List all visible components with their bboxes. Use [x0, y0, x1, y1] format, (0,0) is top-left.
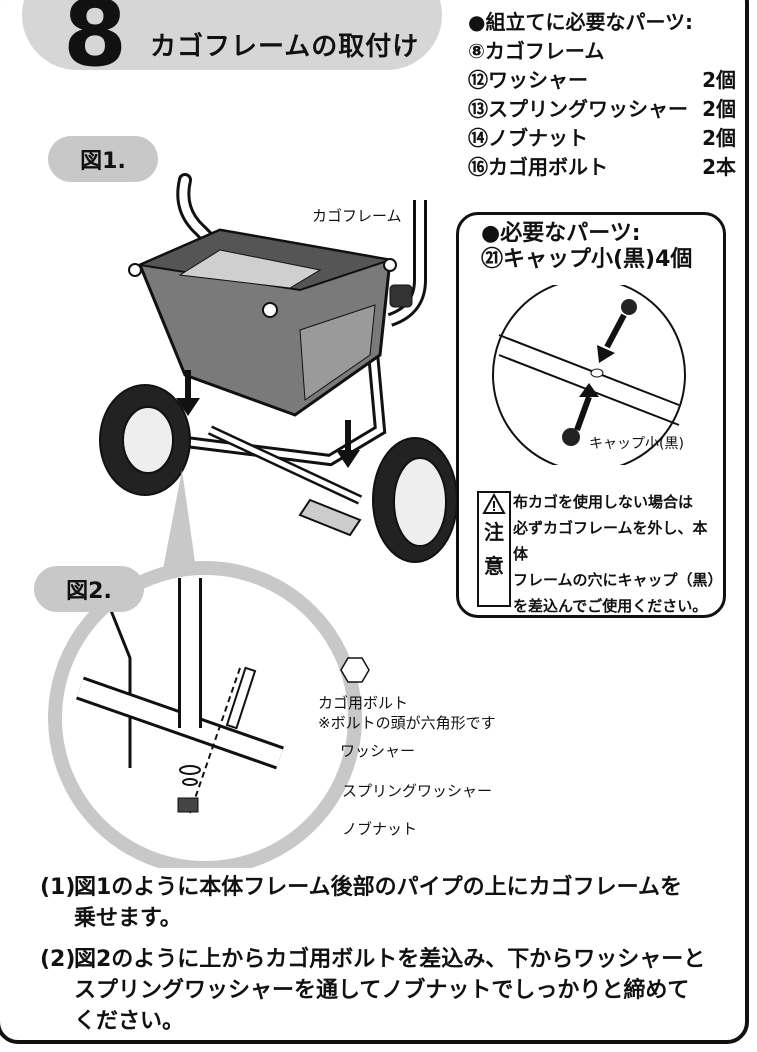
instruction-line: 乗せます。 — [74, 906, 182, 931]
part-qty: 2個 — [702, 68, 736, 92]
part-name: ⑧カゴフレーム — [468, 39, 605, 63]
parts-row: ⑬スプリングワッシャー 2個 — [468, 95, 736, 124]
parts-row: ⑭ノブナット 2個 — [468, 124, 736, 153]
spring-washer-label: スプリングワッシャー — [342, 782, 493, 800]
knob-nut-label: ノブナット — [342, 820, 418, 838]
step-number: 8 — [62, 0, 127, 87]
part-name: ⑭ノブナット — [468, 126, 588, 150]
caution-char: 注 — [484, 520, 504, 544]
caution-line: フレームの穴にキャップ（黒） — [513, 571, 723, 589]
instruction-line: ください。 — [74, 1009, 185, 1034]
parts-list-heading: ●組立てに必要なパーツ: — [468, 10, 694, 34]
warning-triangle-icon — [482, 493, 506, 514]
cap-parts-heading: ●必要なパーツ: ㉑キャップ小(黒)4個 — [481, 221, 692, 273]
step-title: カゴフレームの取付け — [150, 32, 420, 62]
figure1-tab: 図1. — [48, 136, 158, 182]
instruction-line: 図2のように上からカゴ用ボルトを差込み、下からワッシャーと — [74, 947, 706, 972]
instruction-2: (2)図2のように上からカゴ用ボルトを差込み、下からワッシャーと スプリングワッ… — [40, 944, 705, 1037]
part-name: ⑬スプリングワッシャー — [468, 97, 688, 121]
cap-parts-heading-text: ●必要なパーツ: — [481, 221, 641, 246]
part-name: ⑫ワッシャー — [468, 68, 588, 92]
caution-text: 布カゴを使用しない場合は 必ずカゴフレームを外し、本体 フレームの穴にキャップ（… — [513, 489, 723, 615]
caution-char: 意 — [484, 554, 504, 578]
parts-row: ⑧カゴフレーム — [468, 37, 736, 66]
instruction-1: (1)図1のように本体フレーム後部のパイプの上にカゴフレームを 乗せます。 — [40, 872, 682, 934]
bolt-label: カゴ用ボルト — [318, 694, 409, 712]
caution-side: 注 意 — [477, 491, 511, 607]
cap-parts-item: ㉑キャップ小(黒)4個 — [481, 247, 693, 272]
part-name: ⑯カゴ用ボルト — [468, 155, 608, 179]
caution-line: 布カゴを使用しない場合は — [513, 493, 694, 511]
figure1-callout-label: カゴフレーム — [312, 207, 402, 225]
bolt-note: ※ボルトの頭が六角形です — [318, 714, 496, 732]
figure2-illustration — [48, 470, 362, 868]
instruction-line: スプリングワッシャーを通してノブナットでしっかりと締めて — [74, 978, 690, 1003]
figure1-illustration — [99, 173, 458, 563]
part-qty: 2個 — [702, 97, 736, 121]
caution-line: を差込んでご使用ください。 — [513, 597, 708, 615]
washer-label: ワッシャー — [340, 742, 416, 760]
caution-box: 注 意 布カゴを使用しない場合は 必ずカゴフレームを外し、本体 フレームの穴にキ… — [463, 483, 723, 615]
cap-label: キャップ小(黒) — [589, 436, 684, 452]
part-qty: 2個 — [702, 126, 736, 150]
instruction-number: (1) — [40, 875, 76, 900]
figure2-tab: 図2. — [34, 566, 144, 612]
step-header-tab — [22, 0, 442, 70]
hex-bolt-head-icon — [340, 657, 370, 683]
part-qty: 2本 — [702, 155, 736, 179]
parts-row: ⑫ワッシャー 2個 — [468, 66, 736, 95]
instruction-line: 図1のように本体フレーム後部のパイプの上にカゴフレームを — [74, 875, 682, 900]
parts-list: ●組立てに必要なパーツ: ⑧カゴフレーム ⑫ワッシャー 2個 ⑬スプリングワッシャ… — [468, 8, 736, 182]
cap-illustration — [492, 285, 686, 465]
cap-parts-box: ●必要なパーツ: ㉑キャップ小(黒)4個 キャップ小(黒) 注 意 布カゴを使用… — [456, 212, 726, 618]
instruction-number: (2) — [40, 947, 76, 972]
caution-line: 必ずカゴフレームを外し、本体 — [513, 519, 708, 563]
parts-row: ⑯カゴ用ボルト 2本 — [468, 153, 736, 182]
